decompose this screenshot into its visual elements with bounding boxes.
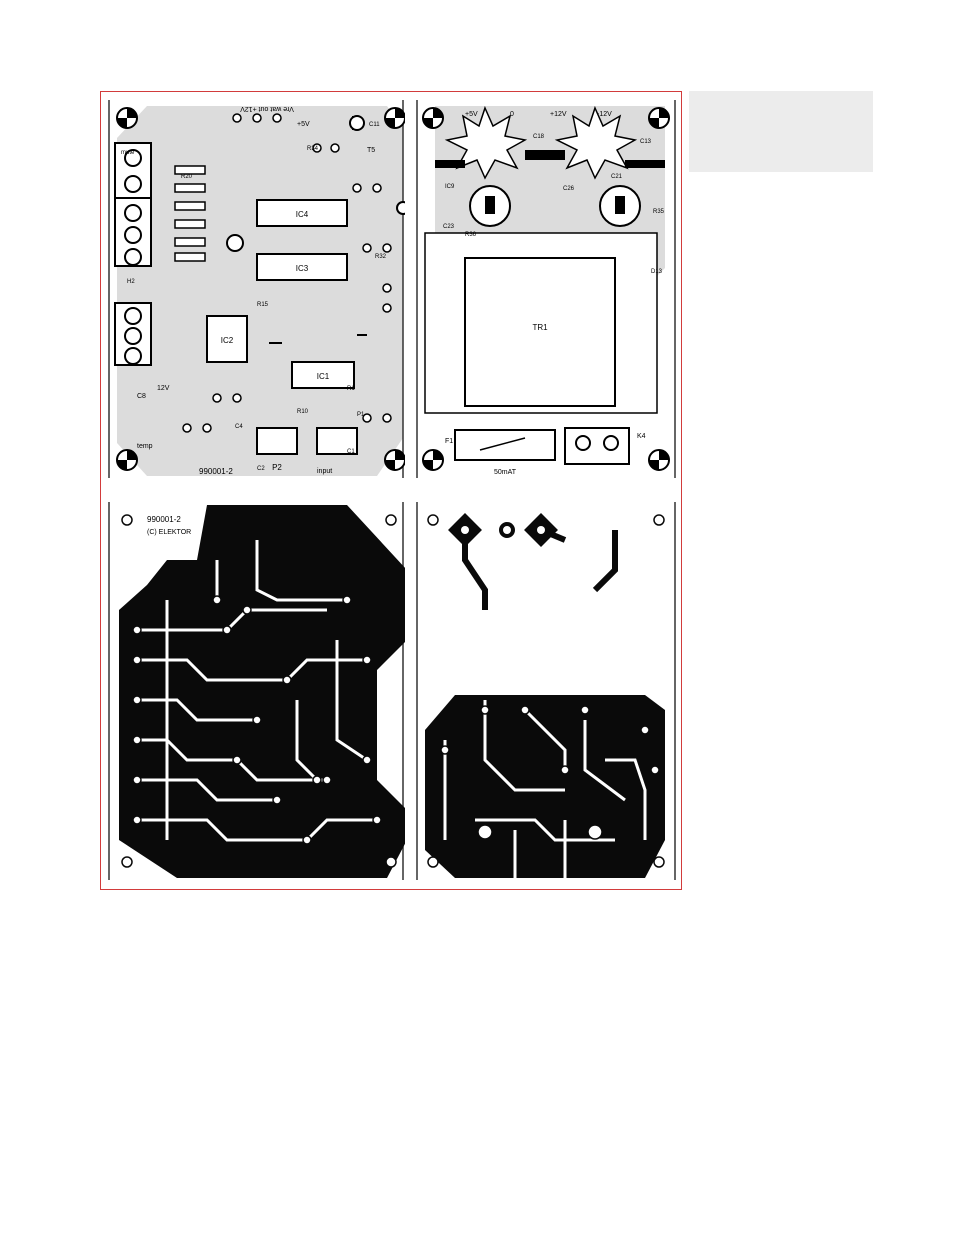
label-c18: C18 [533, 134, 545, 140]
component-side-power-supply: TR1 F1 50mAT K4 [416, 100, 676, 478]
label-r10: R10 [297, 409, 309, 415]
label-c8: C8 [137, 393, 146, 400]
capacitor-c21 [599, 185, 641, 227]
label-r20: R20 [181, 174, 193, 180]
svg-text:IC4: IC4 [296, 210, 309, 219]
mounting-hole-top-left [116, 107, 138, 129]
terminal-k4: K4 [564, 427, 646, 465]
mounting-hole-ps-bottom-left [422, 449, 444, 471]
label-ps-zero: 0 [510, 111, 514, 118]
side-caption-panel [689, 91, 873, 172]
mounting-hole-ps-top-right [648, 107, 670, 129]
component-pads [182, 113, 392, 433]
transformer-tr1: TR1 [424, 232, 658, 414]
ic8-regulator [625, 160, 665, 168]
label-vre-wat-out: Vre wat out +12V [240, 105, 294, 112]
solder-side-power-supply [416, 502, 676, 880]
label-c4: C4 [235, 424, 243, 430]
mounting-hole-top-right [384, 107, 405, 129]
label-d13: D13 [651, 269, 663, 275]
label-input: input [317, 468, 332, 475]
figure-frame: IC4 IC3 IC1 IC2 P2 [100, 91, 682, 890]
board-id-label: 990001-2 [199, 467, 233, 476]
label-r1: R1 [347, 386, 355, 392]
label-mute: mute [121, 150, 135, 156]
svg-text:K4: K4 [637, 433, 646, 440]
label-5v: +5V [297, 121, 310, 128]
label-r15: R15 [257, 302, 269, 308]
svg-text:IC2: IC2 [221, 336, 234, 345]
supply-isolation-traces [443, 700, 647, 878]
svg-text:TR1: TR1 [532, 323, 548, 332]
trimmer-p2: P2 [256, 427, 298, 472]
label-c1: C1 [347, 449, 355, 455]
mounting-hole-ps-top-left [422, 107, 444, 129]
supply-pads [427, 705, 665, 868]
label-c26: C26 [563, 186, 575, 192]
label-c21: C21 [611, 174, 623, 180]
terminal-block-input [114, 197, 152, 267]
fuse-f1: F1 50mAT [445, 429, 556, 476]
ic7-regulator [525, 150, 565, 160]
solder-pads [121, 514, 397, 868]
heatsink-right [554, 105, 638, 180]
label-ic9: IC9 [445, 184, 455, 190]
copper-pour-main [119, 505, 405, 878]
label-c13: C13 [640, 139, 652, 145]
mounting-hole-bottom-left [116, 449, 138, 471]
label-h2: H2 [127, 279, 135, 285]
label-t5: T5 [367, 147, 375, 154]
label-ps-12v-pos: +12V [550, 111, 567, 118]
label-r34: R34 [307, 146, 319, 152]
ic1-chip: IC1 [291, 361, 355, 389]
svg-text:F1: F1 [445, 438, 453, 445]
label-c11: C11 [369, 122, 380, 128]
solder-copyright: (C) ELEKTOR [147, 529, 191, 536]
terminal-block-power [114, 302, 152, 366]
svg-text:IC3: IC3 [296, 264, 309, 273]
capacitors [226, 115, 405, 437]
label-ic8: IC8 [640, 162, 650, 168]
mains-pads [427, 513, 665, 547]
label-12v: 12V [157, 385, 170, 392]
label-ps-12v-neg: -12V [597, 111, 612, 118]
label-ps-5v: +5V [465, 111, 478, 118]
label-r35: R35 [653, 209, 665, 215]
capacitor-c23 [469, 185, 511, 227]
ic9-regulator [435, 160, 465, 168]
svg-text:50mAT: 50mAT [494, 469, 517, 476]
svg-text:IC1: IC1 [317, 372, 330, 381]
ic4-chip: IC4 [256, 199, 348, 227]
copper-pour-supply [425, 695, 665, 878]
trimmer-p1 [316, 427, 358, 455]
isolation-traces [137, 540, 377, 842]
component-side-main-board: IC4 IC3 IC1 IC2 P2 [108, 100, 405, 478]
label-p1: P1 [357, 412, 365, 418]
label-temp: temp [137, 443, 153, 450]
svg-text:P2: P2 [272, 463, 282, 472]
ic3-chip: IC3 [256, 253, 348, 281]
ic2-chip: IC2 [206, 315, 248, 363]
label-r36: R36 [465, 232, 477, 238]
mounting-hole-ps-bottom-right [648, 449, 670, 471]
solder-board-id: 990001-2 [147, 515, 181, 524]
label-c2: C2 [257, 466, 265, 472]
resistor-bank [174, 165, 206, 262]
mounting-hole-bottom-right [384, 449, 405, 471]
solder-side-main-board: 990001-2 (C) ELEKTOR [108, 502, 405, 880]
label-c23: C23 [443, 224, 455, 230]
label-r32: R32 [375, 254, 387, 260]
heatsink-left [444, 105, 528, 180]
